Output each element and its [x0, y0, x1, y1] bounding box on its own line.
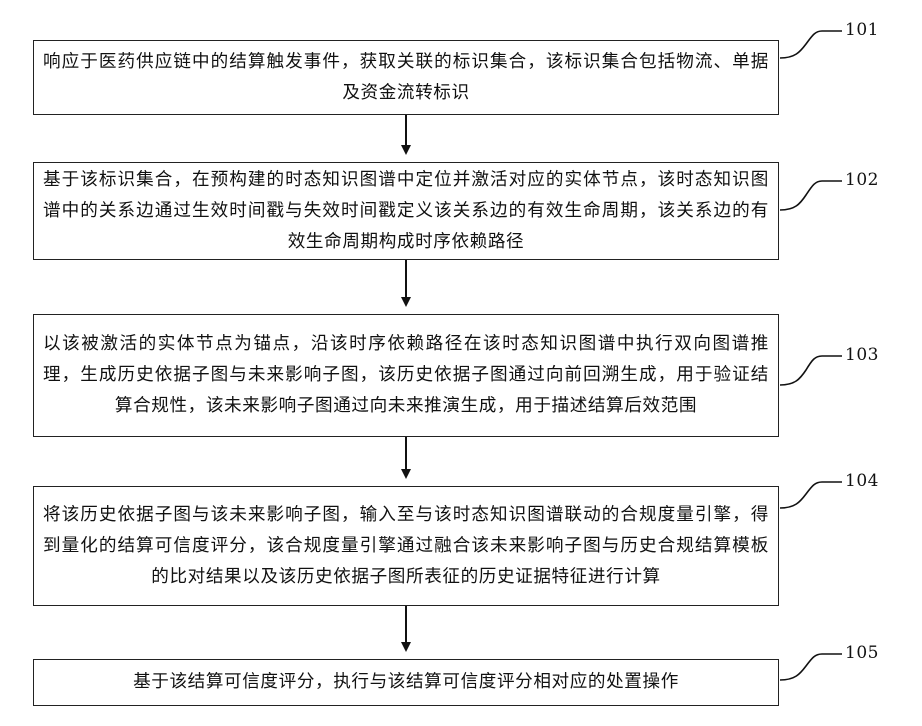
- step-label-104: 104: [845, 471, 879, 491]
- leader-101: [780, 31, 842, 58]
- step-box-105: 基于该结算可信度评分，执行与该结算可信度评分相对应的处置操作: [33, 659, 779, 706]
- step-box-101: 响应于医药供应链中的结算触发事件，获取关联的标识集合，该标识集合包括物流、单据及…: [33, 40, 779, 115]
- step-text-101: 响应于医药供应链中的结算触发事件，获取关联的标识集合，该标识集合包括物流、单据及…: [43, 47, 769, 109]
- step-box-103: 以该被激活的实体节点为锚点，沿该时序依赖路径在该时态知识图谱中执行双向图谱推理，…: [33, 314, 779, 437]
- step-text-104: 将该历史依据子图与该未来影响子图，输入至与该时态知识图谱联动的合规度量引擎，得到…: [43, 500, 769, 593]
- step-box-102: 基于该标识集合，在预构建的时态知识图谱中定位并激活对应的实体节点，该时态知识图谱…: [33, 162, 779, 260]
- step-label-105: 105: [845, 643, 879, 663]
- step-text-105: 基于该结算可信度评分，执行与该结算可信度评分相对应的处置操作: [43, 667, 769, 698]
- step-text-103: 以该被激活的实体节点为锚点，沿该时序依赖路径在该时态知识图谱中执行双向图谱推理，…: [43, 329, 769, 422]
- leader-102: [780, 181, 842, 210]
- step-text-102: 基于该标识集合，在预构建的时态知识图谱中定位并激活对应的实体节点，该时态知识图谱…: [43, 165, 769, 258]
- leader-104: [780, 482, 842, 508]
- step-label-101: 101: [845, 20, 879, 40]
- leader-105: [780, 654, 842, 680]
- step-box-104: 将该历史依据子图与该未来影响子图，输入至与该时态知识图谱联动的合规度量引擎，得到…: [33, 486, 779, 606]
- step-label-103: 103: [845, 345, 879, 365]
- leader-103: [780, 356, 842, 385]
- step-label-102: 102: [845, 170, 879, 190]
